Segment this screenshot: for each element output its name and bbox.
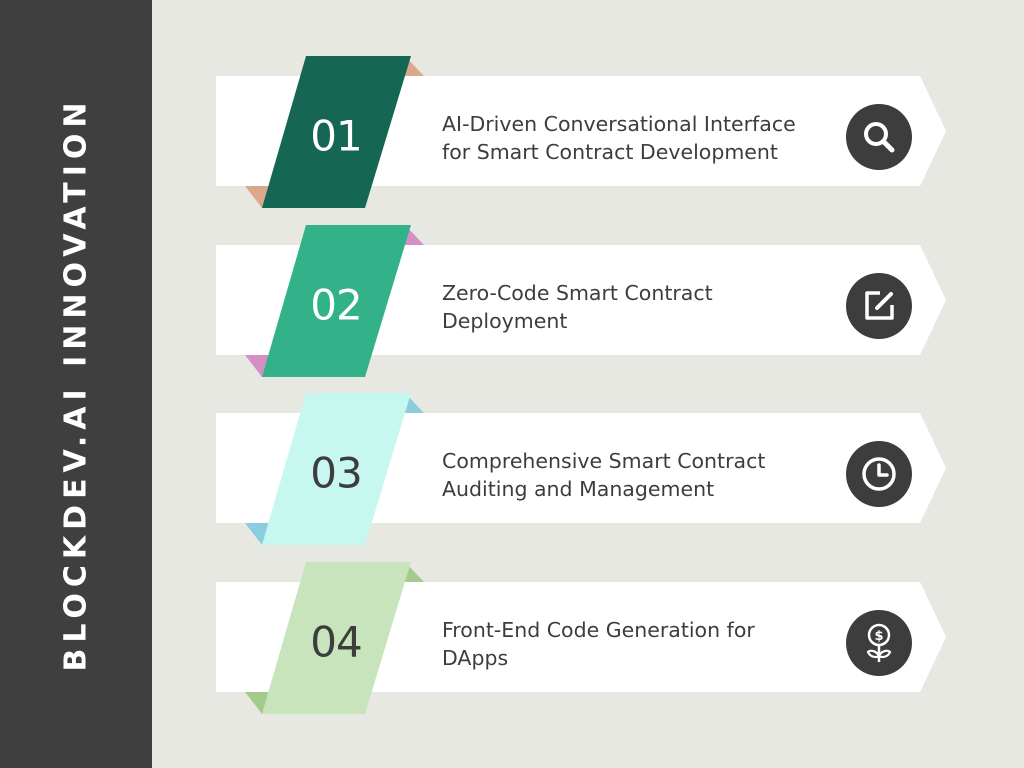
step-3-number: 03 (310, 448, 362, 498)
step-1-number: 01 (310, 111, 362, 161)
step-4-text: Front-End Code Generation for DApps (442, 616, 842, 672)
step-4-text-line1: Front-End Code Generation for (442, 618, 755, 642)
sidebar: BLOCKDEV.AI INNOVATION (0, 0, 152, 768)
step-3-text-line2: Auditing and Management (442, 477, 715, 501)
step-4: 04 Front-End Code Generation for DApps $ (0, 560, 1024, 720)
edit-icon (846, 273, 912, 339)
step-2-banner (216, 225, 946, 377)
step-3-banner (216, 393, 946, 545)
step-2-text-line1: Zero-Code Smart Contract (442, 281, 713, 305)
step-4-text-line2: DApps (442, 646, 509, 670)
step-2-number: 02 (310, 280, 362, 330)
step-1-banner (216, 56, 946, 208)
step-2: 02 Zero-Code Smart Contract Deployment (0, 223, 1024, 383)
step-1-text: AI-Driven Conversational Interface for S… (442, 110, 842, 166)
step-4-banner (216, 562, 946, 714)
clock-icon (846, 441, 912, 507)
step-2-text-line2: Deployment (442, 309, 568, 333)
step-1: 01 AI-Driven Conversational Interface fo… (0, 54, 1024, 214)
step-3: 03 Comprehensive Smart Contract Auditing… (0, 391, 1024, 551)
search-icon (846, 104, 912, 170)
step-3-text-line1: Comprehensive Smart Contract (442, 449, 766, 473)
step-1-text-line2: for Smart Contract Development (442, 140, 778, 164)
step-1-text-line1: AI-Driven Conversational Interface (442, 112, 796, 136)
svg-text:$: $ (874, 629, 883, 644)
money-plant-icon: $ (846, 610, 912, 676)
step-4-number: 04 (310, 617, 362, 667)
step-2-text: Zero-Code Smart Contract Deployment (442, 279, 842, 335)
step-3-text: Comprehensive Smart Contract Auditing an… (442, 447, 842, 503)
